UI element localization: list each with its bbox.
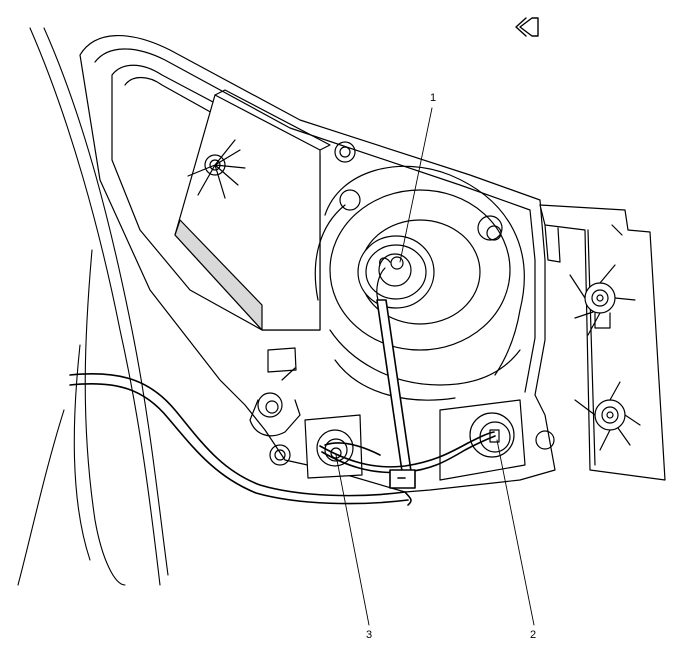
callout-label-1: 1	[430, 92, 437, 104]
mounting-bosses	[269, 141, 555, 466]
wiring-harness	[69, 299, 496, 506]
vehicle-body-contours	[17, 27, 169, 586]
callout-label-3: 3	[366, 629, 373, 641]
star-clip-right-lower	[574, 381, 641, 451]
star-clip-left	[187, 139, 246, 199]
callout-label-2: 2	[530, 629, 537, 641]
housing-fastener	[249, 347, 301, 437]
bulb-holder-2	[439, 399, 526, 481]
leader-line-1	[399, 107, 433, 263]
leader-line-3	[335, 454, 370, 626]
leader-line-2	[496, 439, 535, 626]
callout-leaders	[335, 107, 535, 626]
star-clip-right-upper	[569, 264, 636, 336]
side-light-housing	[539, 204, 666, 481]
front-arrow-icon	[515, 17, 539, 37]
bulb-holder-1	[376, 253, 412, 301]
mounting-plate	[174, 89, 331, 331]
bulb-holder-3	[304, 414, 363, 479]
